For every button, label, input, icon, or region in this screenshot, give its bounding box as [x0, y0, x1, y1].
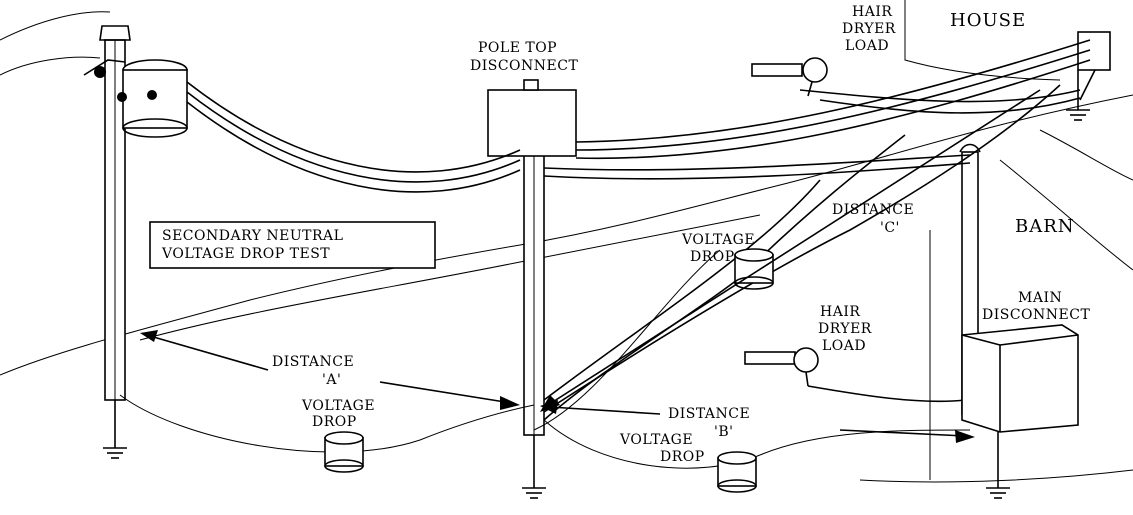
main-disconnect-box: [961, 324, 1079, 433]
pole-top-label-line2: DISCONNECT: [470, 58, 578, 74]
left-utility-pole: [83, 25, 188, 401]
voltage-drop-right-label-line2: DROP: [660, 449, 705, 465]
test-title-box: [149, 221, 436, 269]
distance-b-arrows: [540, 400, 975, 443]
hair-dryer-house-label-line3: LOAD: [845, 38, 889, 54]
distance-a-label-line2: 'A': [322, 372, 341, 388]
hair-dryer-barn-label-line3: LOAD: [822, 338, 866, 354]
voltage-drop-right-label-line1: VOLTAGE: [619, 432, 693, 448]
hair-dryer-barn: [744, 347, 966, 403]
voltage-drop-left-label-line2: DROP: [312, 414, 357, 430]
house-service-entrance: [1066, 31, 1111, 121]
distance-a-arrows: [140, 330, 520, 410]
hair-dryer-barn-label-line1: HAIR: [820, 304, 860, 320]
left-ground-symbol: [103, 400, 127, 459]
test-title-line2: VOLTAGE DROP TEST: [161, 246, 330, 262]
distance-b-label-line2: 'B': [714, 424, 734, 440]
distance-a-label-line1: DISTANCE: [272, 354, 354, 370]
overhead-conductors: [186, 39, 1091, 193]
hair-dryer-house: [751, 57, 828, 97]
voltage-meter-middle: [734, 248, 774, 290]
house-label: HOUSE: [950, 10, 1026, 31]
voltage-meter-right: [717, 451, 757, 493]
barn-label: BARN: [1015, 216, 1075, 237]
test-leads: [119, 84, 1061, 469]
middle-ground-symbol: [522, 435, 546, 499]
pole-top-label-line1: POLE TOP: [478, 40, 557, 56]
test-title-line1: SECONDARY NEUTRAL: [162, 228, 343, 244]
hair-dryer-house-label-line1: HAIR: [852, 4, 892, 20]
distance-c-arrows: [540, 89, 1041, 412]
barn-ground-symbol: [986, 432, 1010, 499]
distance-c-label-line1: DISTANCE: [832, 202, 914, 218]
distance-c-label-line2: 'C': [880, 220, 900, 236]
voltage-meter-left: [324, 431, 364, 473]
distance-b-label-line1: DISTANCE: [668, 406, 750, 422]
main-disconnect-label-line2: DISCONNECT: [982, 307, 1090, 323]
hair-dryer-house-label-line2: DRYER: [842, 21, 896, 37]
voltage-drop-middle-label-line1: VOLTAGE: [681, 232, 755, 248]
hair-dryer-barn-label-line2: DRYER: [818, 321, 872, 337]
voltage-drop-left-label-line1: VOLTAGE: [301, 398, 375, 414]
main-disconnect-label-line1: MAIN: [1018, 290, 1062, 306]
voltage-drop-middle-label-line2: DROP: [690, 249, 735, 265]
middle-utility-pole: [487, 79, 577, 436]
